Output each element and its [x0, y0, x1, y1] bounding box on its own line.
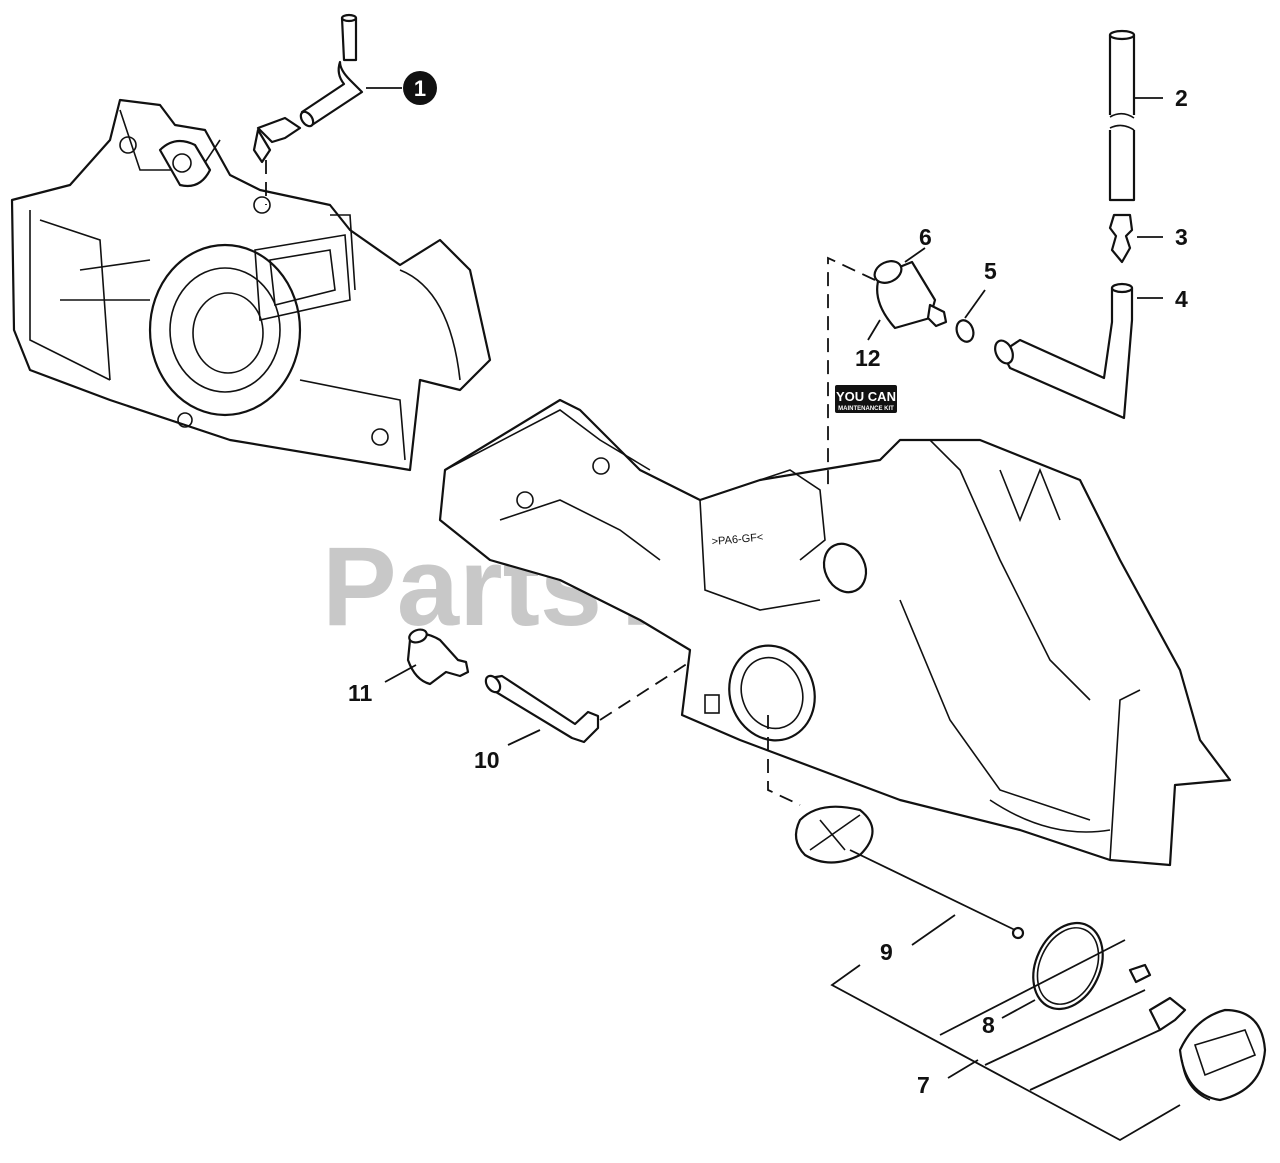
part-2-hose [1105, 29, 1140, 202]
badge-title: YOU CAN [836, 389, 896, 404]
callout-11: 11 [348, 680, 373, 706]
part-1-oil-hose-fitting [252, 13, 364, 205]
callout-10: 10 [474, 747, 500, 773]
callout-6: 6 [919, 224, 932, 250]
callout-7: 7 [917, 1072, 930, 1098]
callout-8: 8 [982, 1012, 995, 1038]
callout-1-label: 1 [414, 76, 426, 101]
callout-12: 12 [855, 345, 881, 371]
part-7-oil-cap [1128, 963, 1267, 1102]
part-8-seal-ring [1032, 921, 1104, 1011]
callout-5: 5 [984, 258, 997, 284]
part-6-pickup-body [873, 260, 948, 330]
assembly-line-cap [767, 715, 801, 806]
callout-2: 2 [1175, 85, 1188, 111]
crankcase-drawing [10, 98, 492, 472]
badge-subtitle: MAINTENANCE KIT [838, 406, 894, 412]
tank-housing-drawing: >PA6-GF< [438, 398, 1232, 867]
callout-9: 9 [880, 939, 893, 965]
part-5-o-ring [955, 319, 975, 343]
leader-lines [366, 87, 1181, 1142]
part-3-connector [1108, 213, 1134, 264]
svg-text:>PA6-GF<: >PA6-GF< [711, 532, 764, 548]
part-9-cap-retainer [794, 805, 1025, 940]
part-11-oil-filter [406, 628, 470, 686]
callout-4: 4 [1175, 286, 1188, 312]
callout-3: 3 [1175, 224, 1188, 250]
part-4-pickup-hose [994, 282, 1134, 420]
part-10-oil-suction-hose [484, 674, 600, 744]
youcan-maintenance-kit-badge: YOU CAN MAINTENANCE KIT [835, 385, 897, 413]
callout-1: 1 [403, 71, 437, 105]
assembly-line-valve [827, 256, 876, 490]
